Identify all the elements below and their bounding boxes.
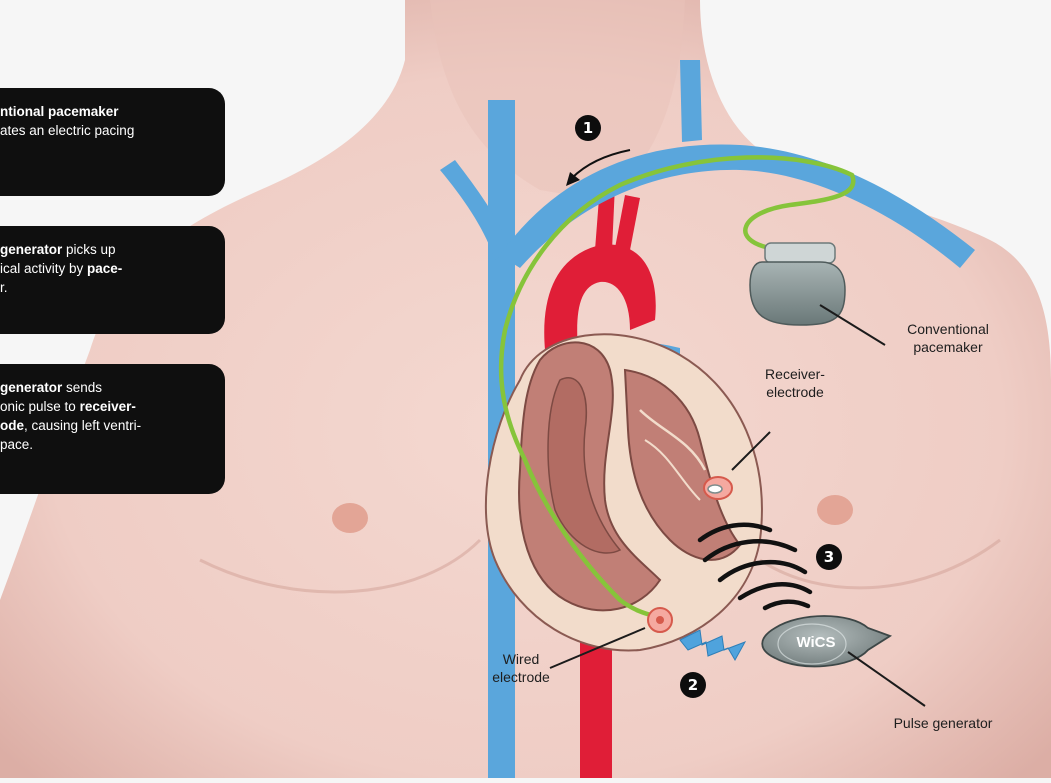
step-text-line: ates an electric pacing [0, 121, 215, 140]
step-text-segment: picks up [62, 242, 115, 257]
step-text-line: generator sends [0, 378, 215, 397]
label-line: Pulse generator [868, 714, 1018, 732]
step-text-segment: , causing left ventri- [24, 418, 141, 433]
label-line: pacemaker [888, 338, 1008, 356]
step-text-line: ntional pacemaker [0, 102, 215, 121]
receiver-electrode-device [704, 477, 732, 499]
right-nipple [817, 495, 853, 525]
step-text-segment: pace. [0, 437, 33, 452]
label-line: Receiver- [740, 365, 850, 383]
step-text-line: generator picks up [0, 240, 215, 259]
step-text-line: r. [0, 278, 215, 297]
step-text-line: pace. [0, 435, 215, 454]
step-badge-1: 1 [575, 115, 601, 141]
step-text-segment: ates an electric pacing [0, 123, 134, 138]
step-text-segment: onic pulse to [0, 399, 80, 414]
wired-electrode-device [648, 608, 672, 632]
step-badge-2: 2 [680, 672, 706, 698]
step-text-segment: sends [62, 380, 102, 395]
label-pulse-generator: Pulse generator [868, 714, 1018, 732]
step-text-segment: ntional pacemaker [0, 104, 119, 119]
label-receiver-electrode: Receiver- electrode [740, 365, 850, 401]
step-text-line: ode, causing left ventri- [0, 416, 215, 435]
label-line: electrode [466, 668, 576, 686]
label-conventional-pacemaker: Conventional pacemaker [888, 320, 1008, 356]
label-line: electrode [740, 383, 850, 401]
step-badge-3: 3 [816, 544, 842, 570]
step-text-segment: receiver- [80, 399, 136, 414]
right-jugular-vein [680, 60, 702, 142]
step-text-line: ical activity by pace- [0, 259, 215, 278]
step-text-segment: ical activity by [0, 261, 87, 276]
label-line: Wired [466, 650, 576, 668]
step-text-segment: ode [0, 418, 24, 433]
step-box-1: ntional pacemaker ates an electric pacing [0, 88, 225, 196]
step-text-segment: pace- [87, 261, 122, 276]
label-wired-electrode: Wired electrode [466, 650, 576, 686]
step-text-segment: generator [0, 380, 62, 395]
step-text-line: onic pulse to receiver- [0, 397, 215, 416]
device-label: WiCS [786, 634, 846, 651]
label-line: Conventional [888, 320, 1008, 338]
left-nipple [332, 503, 368, 533]
step-text-segment: generator [0, 242, 62, 257]
step-text-segment: r. [0, 280, 8, 295]
